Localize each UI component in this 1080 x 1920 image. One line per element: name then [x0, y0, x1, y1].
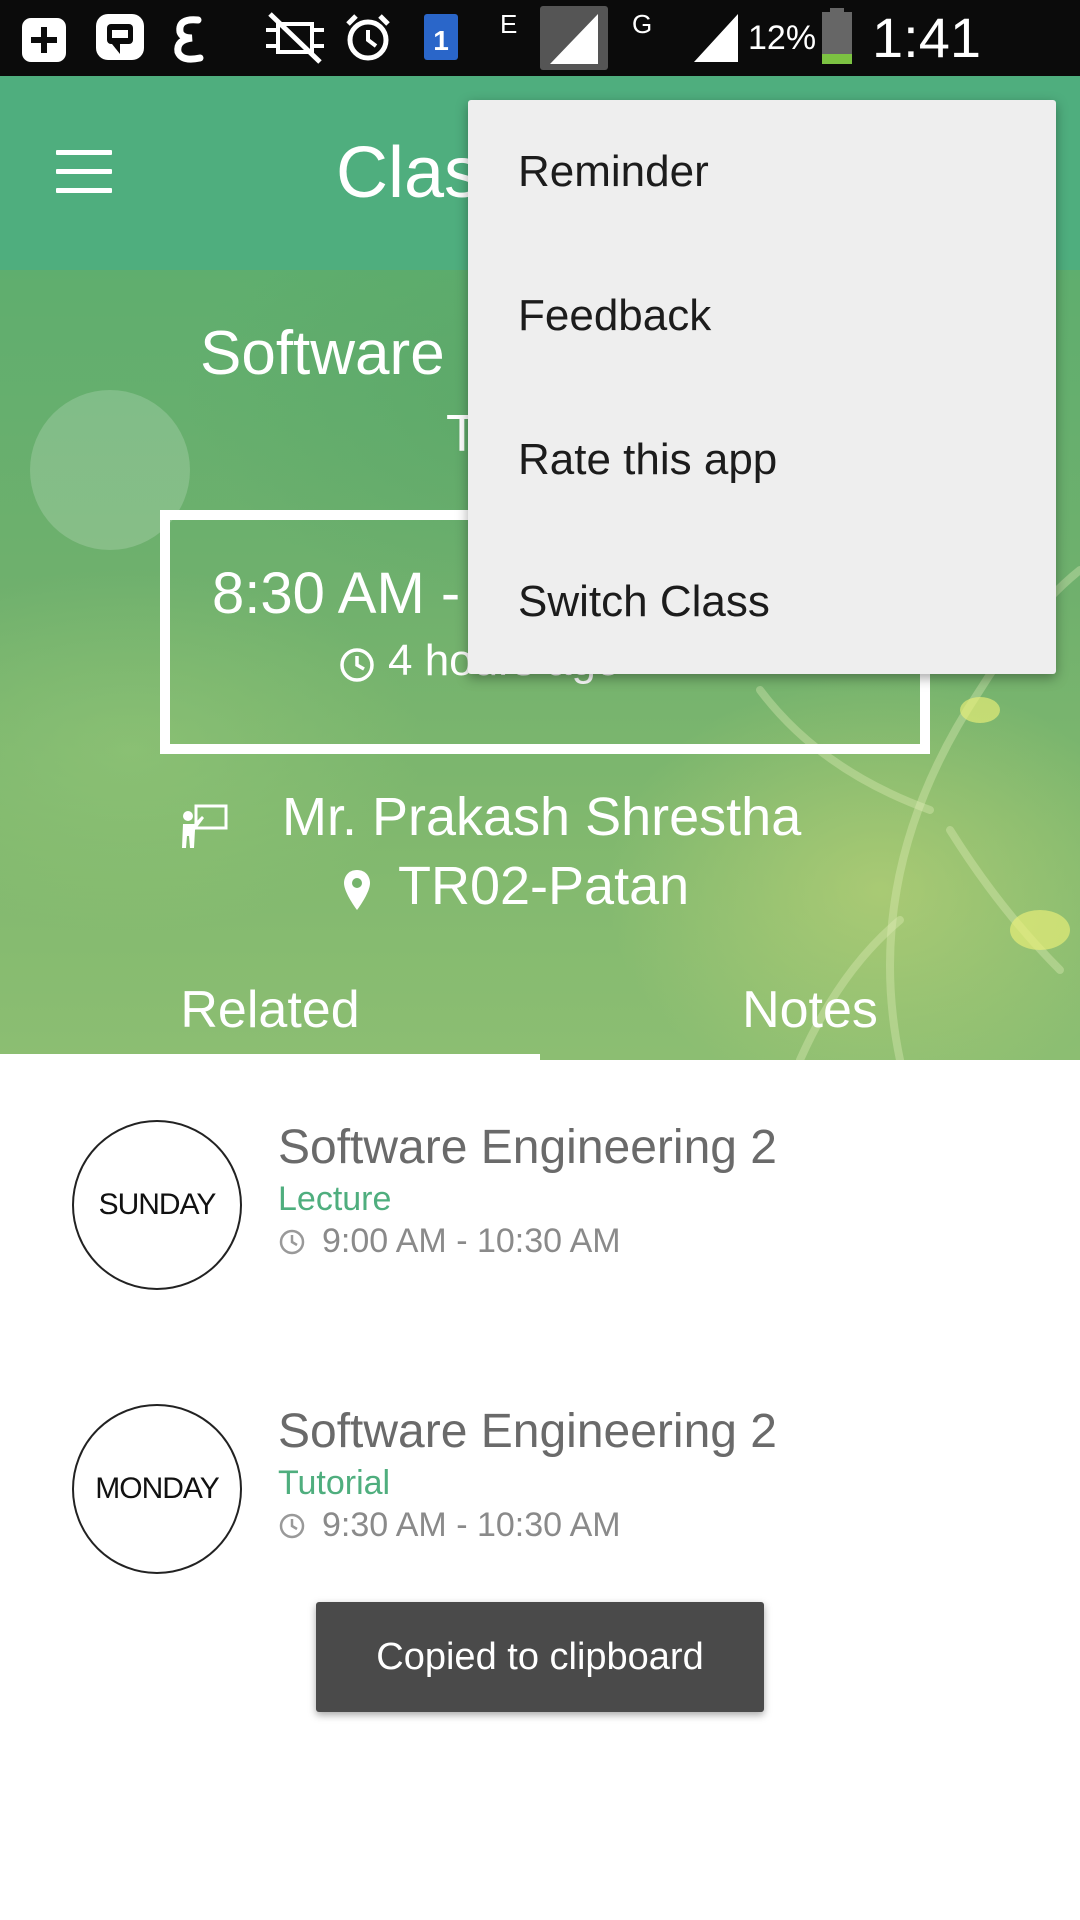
menu-item-reminder[interactable]: Reminder [518, 147, 709, 196]
list-item[interactable]: SUNDAY Software Engineering 2 Lecture 9:… [0, 1060, 1080, 1290]
signal-bars-icon [540, 6, 608, 70]
day-badge: MONDAY [72, 1404, 242, 1574]
hamburger-menu-icon[interactable] [56, 150, 112, 194]
menu-item-rate-app[interactable]: Rate this app [518, 435, 778, 484]
data-indicator: E [500, 9, 518, 39]
battery-percent: 12% [748, 19, 817, 57]
tab-notes[interactable]: Notes [742, 981, 878, 1039]
signal-icon [694, 14, 738, 62]
location-pin-icon [344, 870, 370, 910]
add-icon [22, 18, 66, 62]
menu-item-feedback[interactable]: Feedback [518, 291, 712, 340]
calendar-icon: 1 [424, 14, 458, 60]
menu-item-switch-class[interactable]: Switch Class [518, 577, 770, 626]
clock-icon [279, 1229, 305, 1255]
overflow-menu: Reminder Feedback Rate this app Switch C… [468, 100, 1056, 674]
item-title: Software Engineering 2 [278, 1405, 777, 1458]
teacher-icon [182, 804, 228, 848]
mute-icon [266, 12, 324, 64]
day-badge: SUNDAY [72, 1120, 242, 1290]
chat-bubble-icon [96, 14, 144, 60]
alarm-icon [346, 14, 390, 61]
network-type: G [632, 9, 653, 39]
course-name: Software [200, 319, 445, 388]
toast-message: Copied to clipboard [316, 1602, 764, 1712]
location-name: TR02-Patan [398, 856, 690, 916]
item-time: 9:30 AM - 10:30 AM [322, 1506, 621, 1544]
item-type: Lecture [278, 1180, 392, 1218]
item-time: 9:00 AM - 10:30 AM [322, 1222, 621, 1260]
teacher-name: Mr. Prakash Shrestha [282, 787, 802, 847]
list-item[interactable]: MONDAY Software Engineering 2 Tutorial 9… [0, 1344, 1080, 1574]
item-type: Tutorial [278, 1464, 391, 1502]
clock-icon [340, 648, 374, 682]
battery-icon [822, 8, 852, 64]
clock: 1:41 PM [872, 6, 981, 145]
status-bar: 1 E G 12% 1:41 PM [0, 0, 1080, 145]
tab-indicator [0, 1054, 540, 1060]
item-title: Software Engineering 2 [278, 1121, 777, 1174]
notification-badge: 1 [433, 25, 449, 56]
app-title: Clas [336, 133, 481, 213]
time-range: 8:30 AM - [212, 561, 461, 626]
epsilon-icon [174, 16, 204, 63]
clock-icon [279, 1513, 305, 1539]
tab-related[interactable]: Related [180, 981, 360, 1039]
